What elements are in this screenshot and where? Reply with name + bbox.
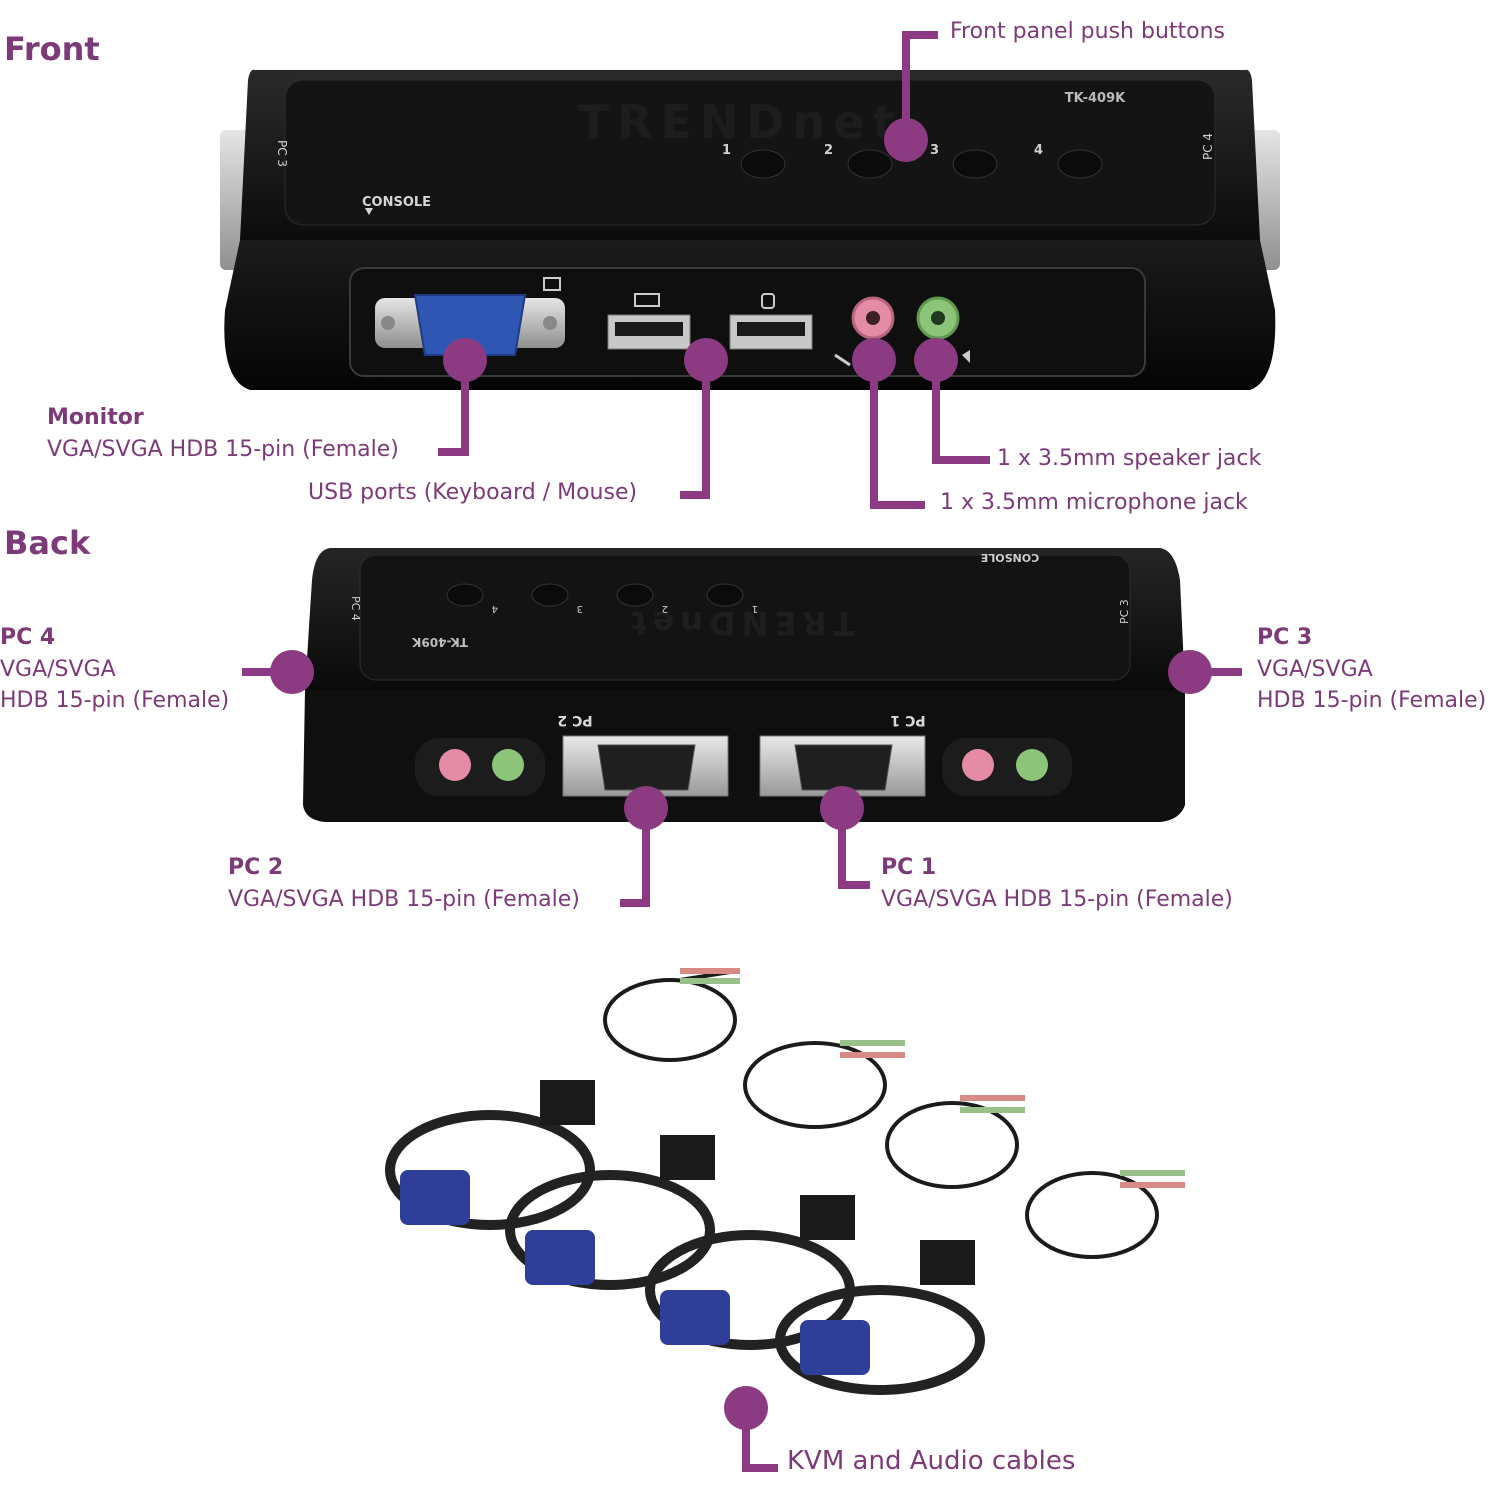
pc2-leader [620,810,650,907]
audio-plug-green-2 [840,1040,905,1046]
front-console-label: CONSOLE [362,195,431,210]
front-button-3[interactable]: 3 [930,143,998,179]
monitor-dot [443,338,487,382]
model-label: TK-409K [1065,91,1126,106]
back-pc4-label: PC 4 [349,596,362,621]
microphone-icon [834,353,851,367]
pc1-vga-port[interactable] [759,735,926,797]
back-pc1-mic-jack[interactable] [962,749,994,781]
front-button-1[interactable]: 1 [722,143,786,179]
audio-cable-3 [885,1101,1019,1189]
pc3-callout-line2: HDB 15-pin (Female) [1257,688,1487,713]
mic-leader [870,360,925,509]
svg-text:2: 2 [662,603,668,614]
svg-text:2: 2 [824,143,833,158]
pc4-callout-title: PC 4 [0,625,56,650]
back-button-4[interactable]: 4 [446,583,498,614]
back-button-3[interactable]: 3 [531,583,583,614]
back-pc1-speaker-jack[interactable] [1016,749,1048,781]
audio-cable-2 [743,1041,887,1129]
kvm-cable-1 [385,1080,595,1230]
pc4-callout-line1: VGA/SVGA [0,657,116,682]
back-button-2[interactable]: 2 [616,583,668,614]
audio-plug-green-3 [960,1107,1025,1113]
svg-text:4: 4 [1034,143,1043,158]
usb-dot [684,338,728,382]
mic-callout: 1 x 3.5mm microphone jack [940,490,1248,515]
usb-port-mouse[interactable] [729,314,813,350]
pc4-callout-line2: HDB 15-pin (Female) [0,688,230,713]
keyboard-icon [634,293,660,307]
back-console-label: CONSOLE [981,551,1039,564]
front-pc4-label: PC 4 [1201,133,1215,160]
front-buttons-callout: Front panel push buttons [950,19,1225,44]
svg-text:3: 3 [577,603,583,614]
back-pc2-mic-jack[interactable] [439,749,471,781]
back-button-1[interactable]: 1 [706,583,758,614]
audio-plug-green-1 [680,978,740,984]
pc4-dot [270,650,314,694]
back-pc1-label: PC 1 [890,712,925,728]
pc1-callout-text: VGA/SVGA HDB 15-pin (Female) [881,887,1233,912]
audio-plug-pink-1 [680,968,740,974]
front-button-2[interactable]: 2 [824,143,893,179]
monitor-callout-text: VGA/SVGA HDB 15-pin (Female) [47,437,399,462]
front-buttons-leader [902,31,938,140]
monitor-vga-port[interactable] [375,294,565,356]
usb-callout: USB ports (Keyboard / Mouse) [308,480,638,505]
pc1-leader [838,810,870,889]
pc2-callout-title: PC 2 [228,855,284,880]
svg-text:1: 1 [722,143,731,158]
cables-callout: KVM and Audio cables [787,1446,1076,1476]
pc3-callout-line1: VGA/SVGA [1257,657,1373,682]
audio-plug-pink-3 [960,1095,1025,1101]
front-buttons-dot [884,118,928,162]
monitor-icon [543,277,561,291]
pc1-callout-title: PC 1 [881,855,937,880]
back-model-label: TK-409K [411,635,467,649]
speaker-dot [914,338,958,382]
front-button-4[interactable]: 4 [1034,143,1103,179]
audio-cable-4 [1025,1171,1159,1259]
back-pc2-speaker-jack[interactable] [492,749,524,781]
pc3-callout-title: PC 3 [1257,625,1313,650]
svg-text:1: 1 [752,603,758,614]
back-pc3-label: PC 3 [1118,599,1131,624]
front-pc3-label: PC 3 [275,140,289,167]
monitor-callout-title: Monitor [47,405,144,430]
cables-dot [724,1386,768,1430]
speaker-icon [962,350,970,363]
back-watermark: TRENDnet [625,604,854,642]
pc3-dot [1168,650,1212,694]
svg-text:3: 3 [930,143,939,158]
audio-plug-green-4 [1120,1170,1185,1176]
audio-plug-pink-4 [1120,1182,1185,1188]
kvm-cable-2 [505,1135,715,1290]
usb-port-keyboard[interactable] [607,314,691,350]
back-section-title: Back [4,524,91,562]
brand-watermark: TRENDnet [578,95,903,149]
mouse-icon [761,293,775,309]
usb-leader [680,360,710,499]
back-device-image: TRENDnet TK-409K CONSOLE PC 4 PC 3 4 3 2… [303,548,1185,822]
console-arrow-icon [365,208,373,215]
back-pc2-label: PC 2 [557,712,592,728]
pc2-dot [624,786,668,830]
pc1-dot [820,786,864,830]
front-section-title: Front [4,30,100,68]
mic-jack-hole [866,311,880,325]
pc2-callout-text: VGA/SVGA HDB 15-pin (Female) [228,887,580,912]
kvm-cable-4 [775,1240,985,1395]
speaker-jack-hole [931,311,945,325]
monitor-leader [438,360,469,456]
speaker-leader [932,360,990,464]
speaker-callout: 1 x 3.5mm speaker jack [997,446,1262,471]
svg-text:4: 4 [492,603,498,614]
mic-dot [852,338,896,382]
audio-plug-pink-2 [840,1052,905,1058]
cables-image [385,968,1185,1395]
